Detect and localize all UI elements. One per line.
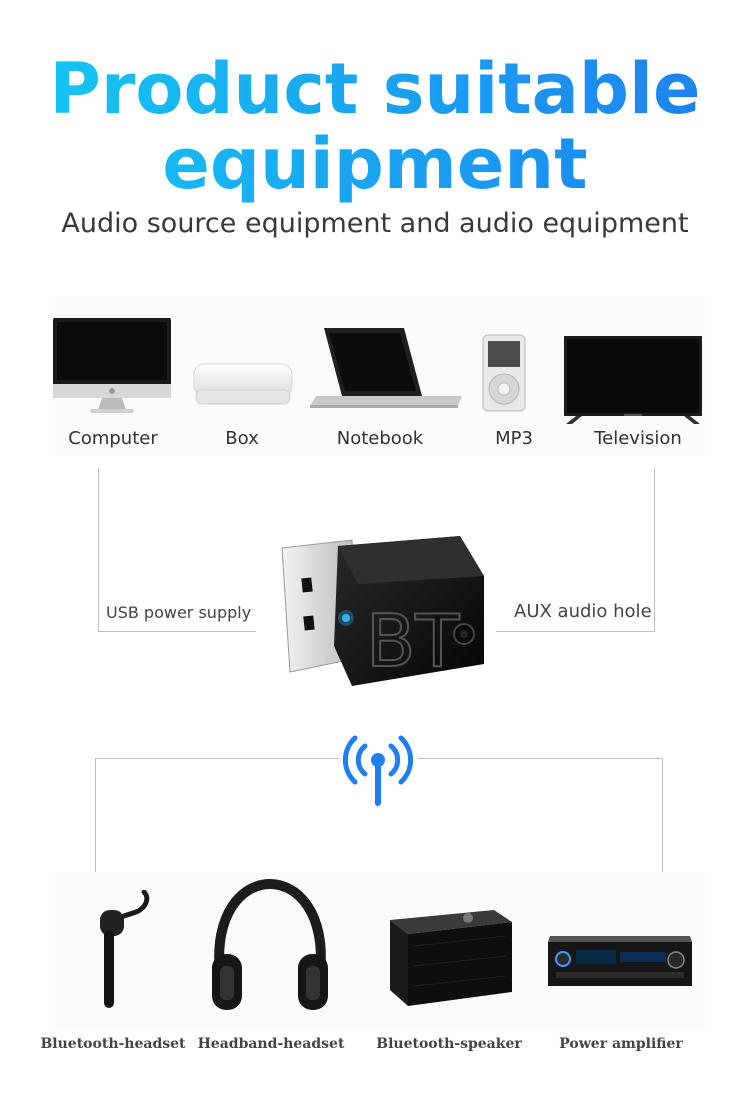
device-label-power-amplifier: Power amplifier [559, 1036, 683, 1052]
television-icon [564, 336, 702, 424]
mp3-player-icon [482, 334, 526, 412]
output-connector-line-left-vertical [95, 758, 96, 884]
device-label-computer: Computer [68, 428, 158, 449]
laptop-icon [310, 328, 462, 408]
bluetooth-earpiece-icon [100, 890, 150, 1008]
bluetooth-adapter-icon: BT [281, 536, 484, 686]
device-label-notebook: Notebook [336, 428, 424, 449]
output-connector-line-right [418, 758, 663, 759]
aux-connector-line [654, 468, 655, 632]
aux-connector-line-horizontal [496, 631, 655, 632]
usb-power-label: USB power supply [106, 603, 252, 622]
device-label-headband-headset: Headband-headset [197, 1036, 345, 1052]
output-connector-line-right-vertical [662, 758, 663, 884]
page-subtitle: Audio source equipment and audio equipme… [61, 208, 689, 239]
svg-text:BT: BT [366, 599, 460, 683]
page-title-line1: Product suitable [0, 50, 750, 128]
device-label-bluetooth-speaker: Bluetooth-speaker [376, 1036, 522, 1052]
device-label-television: Television [594, 428, 682, 449]
usb-connector-line [98, 468, 99, 632]
usb-connector-line-horizontal [98, 631, 256, 632]
amplifier-icon [548, 936, 692, 986]
device-label-bluetooth-headset: Bluetooth-headset [40, 1036, 186, 1052]
tv-box-icon [193, 363, 293, 405]
imac-computer-icon [53, 318, 171, 413]
device-label-box: Box [225, 428, 259, 449]
wireless-signal-icon [343, 735, 413, 806]
output-connector-line-left [95, 758, 338, 759]
aux-audio-label: AUX audio hole [514, 601, 652, 622]
page-title-line2: equipment [0, 125, 750, 203]
speaker-icon [390, 910, 512, 1006]
device-label-mp3: MP3 [495, 428, 533, 449]
headphones-icon [212, 878, 328, 1010]
